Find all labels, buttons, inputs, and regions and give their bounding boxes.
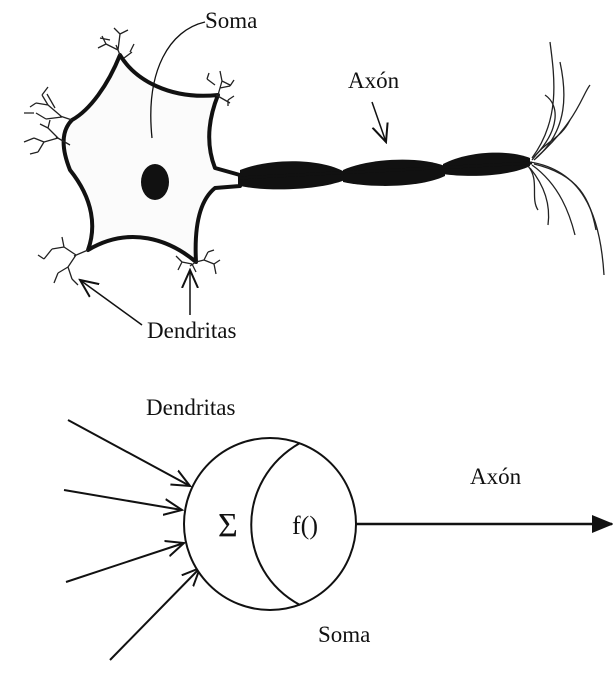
dendrites-pointer-left: [80, 280, 142, 325]
axon-terminals: [528, 42, 604, 275]
artificial-neuron: Dendritas Σ f() Axón Soma: [64, 395, 612, 660]
model-soma-label: Soma: [318, 622, 370, 647]
input-arrow: [68, 420, 190, 486]
model-axon-label: Axón: [470, 464, 522, 489]
soma-label: Soma: [205, 8, 257, 33]
dendrites-label: Dendritas: [147, 318, 236, 343]
activation-function-label: f(): [292, 511, 318, 540]
summation-symbol: Σ: [218, 507, 238, 544]
axon-pointer: [372, 102, 386, 142]
input-arrow: [66, 543, 184, 582]
model-dendrites-label: Dendritas: [146, 395, 235, 420]
nucleus: [141, 164, 169, 200]
cell-body: [64, 55, 241, 262]
dendrite-top: [98, 28, 134, 58]
axon-label: Axón: [348, 68, 400, 93]
input-arrow: [64, 490, 182, 510]
input-arrow: [110, 568, 200, 660]
neuron-circle: [184, 438, 356, 610]
biological-neuron: Soma Axón Dendritas: [24, 8, 604, 343]
dendrite-left-upper: [24, 87, 72, 120]
dendrite-lower-left: [38, 237, 88, 285]
